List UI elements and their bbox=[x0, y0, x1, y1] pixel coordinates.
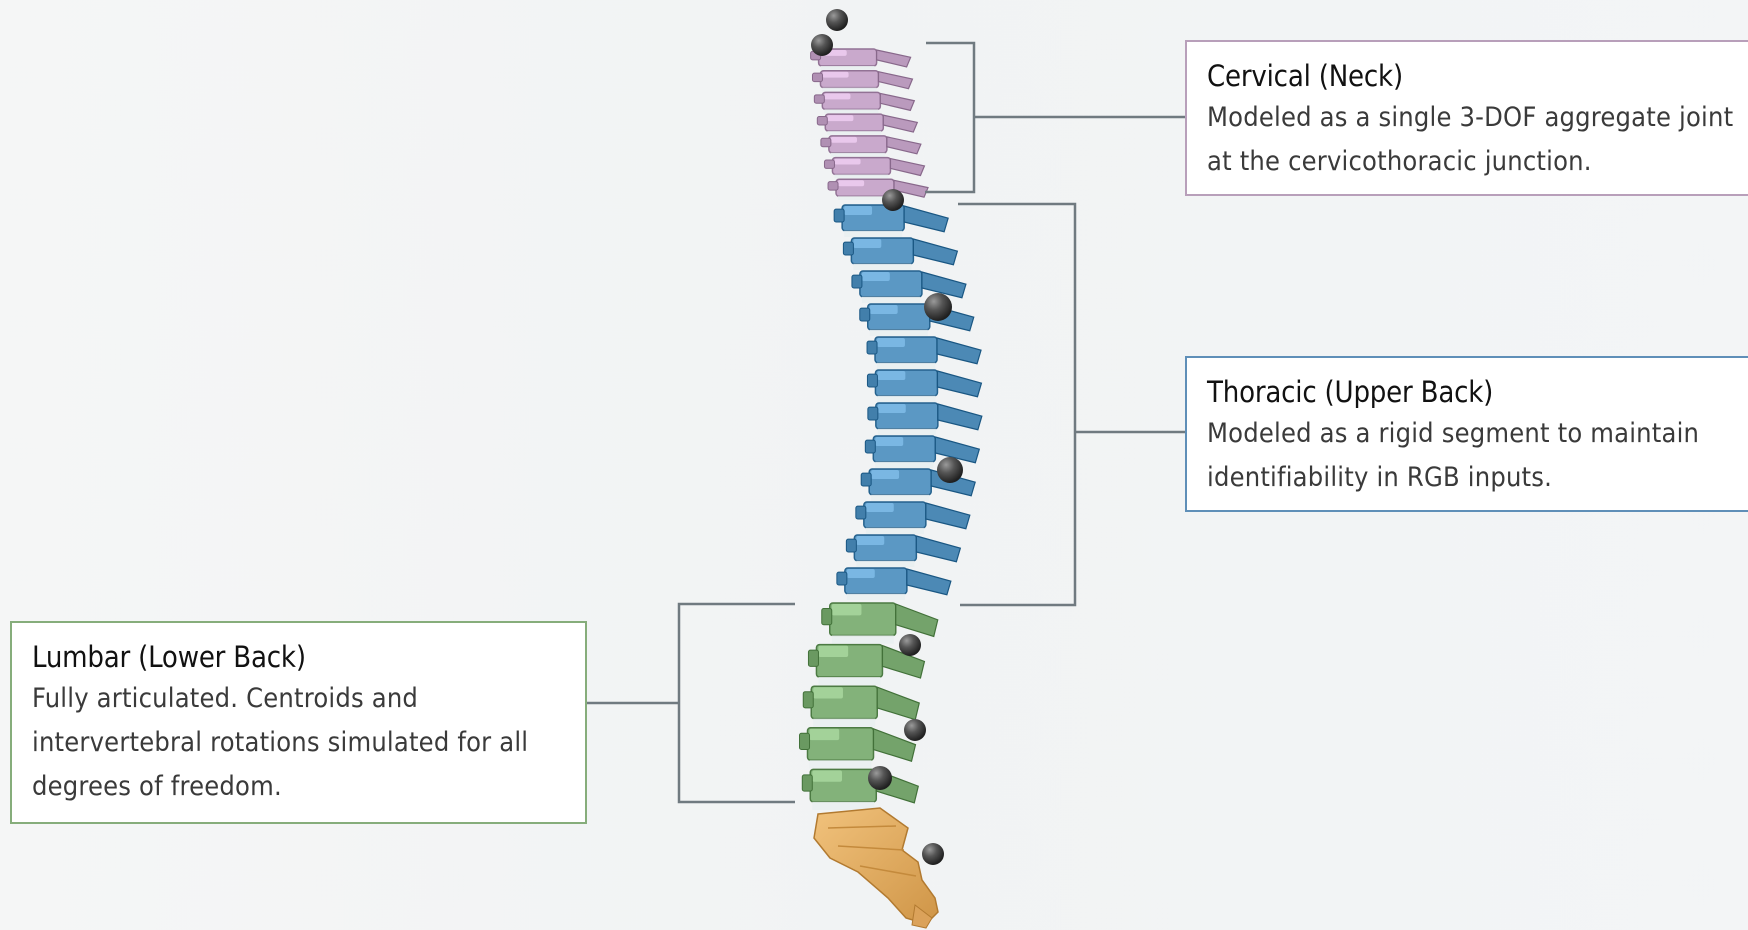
cervical-vertebra bbox=[817, 114, 917, 135]
thoracic-title: Thoracic (Upper Back) bbox=[1207, 372, 1735, 412]
lumbar-vertebra bbox=[822, 603, 938, 644]
vertebral-column bbox=[800, 49, 982, 810]
cervical-callout: Cervical (Neck) Modeled as a single 3-DO… bbox=[1185, 40, 1748, 196]
joint-marker bbox=[924, 293, 952, 321]
thoracic-vertebra bbox=[843, 238, 957, 270]
joint-marker bbox=[811, 34, 833, 56]
sacrum bbox=[814, 808, 938, 928]
joint-marker bbox=[826, 9, 848, 31]
thoracic-vertebra bbox=[856, 502, 970, 534]
joint-marker bbox=[882, 189, 904, 211]
thoracic-vertebrae bbox=[834, 205, 982, 600]
cervical-vertebra bbox=[824, 158, 924, 179]
thoracic-bracket bbox=[958, 204, 1187, 605]
lumbar-vertebra bbox=[802, 769, 918, 810]
thoracic-vertebra bbox=[837, 568, 951, 600]
thoracic-vertebra bbox=[868, 403, 982, 435]
thoracic-description: Modeled as a rigid segment to maintain i… bbox=[1207, 412, 1735, 500]
thoracic-vertebra bbox=[867, 370, 981, 402]
cervical-vertebra bbox=[821, 136, 921, 157]
lumbar-vertebra bbox=[800, 728, 916, 769]
joint-marker bbox=[899, 634, 921, 656]
lumbar-description: Fully articulated. Centroids and interve… bbox=[32, 677, 565, 809]
cervical-bracket bbox=[925, 43, 1187, 192]
sacrum-shape bbox=[814, 808, 938, 924]
joint-marker bbox=[937, 457, 963, 483]
joint-marker bbox=[868, 766, 892, 790]
cervical-vertebrae bbox=[811, 49, 928, 200]
thoracic-vertebra bbox=[865, 436, 979, 468]
joint-marker bbox=[922, 843, 944, 865]
cervical-vertebra bbox=[814, 92, 914, 113]
joint-marker bbox=[904, 719, 926, 741]
thoracic-vertebra bbox=[867, 337, 981, 369]
thoracic-vertebra bbox=[860, 304, 974, 336]
cervical-vertebra bbox=[828, 179, 928, 200]
lumbar-bracket bbox=[587, 604, 795, 802]
thoracic-vertebra bbox=[846, 535, 960, 567]
lumbar-callout: Lumbar (Lower Back) Fully articulated. C… bbox=[10, 621, 587, 824]
cervical-vertebra bbox=[812, 71, 912, 92]
lumbar-vertebra bbox=[803, 686, 919, 727]
lumbar-title: Lumbar (Lower Back) bbox=[32, 637, 565, 677]
cervical-title: Cervical (Neck) bbox=[1207, 56, 1735, 96]
cervical-description: Modeled as a single 3-DOF aggregate join… bbox=[1207, 96, 1735, 184]
thoracic-callout: Thoracic (Upper Back) Modeled as a rigid… bbox=[1185, 356, 1748, 512]
